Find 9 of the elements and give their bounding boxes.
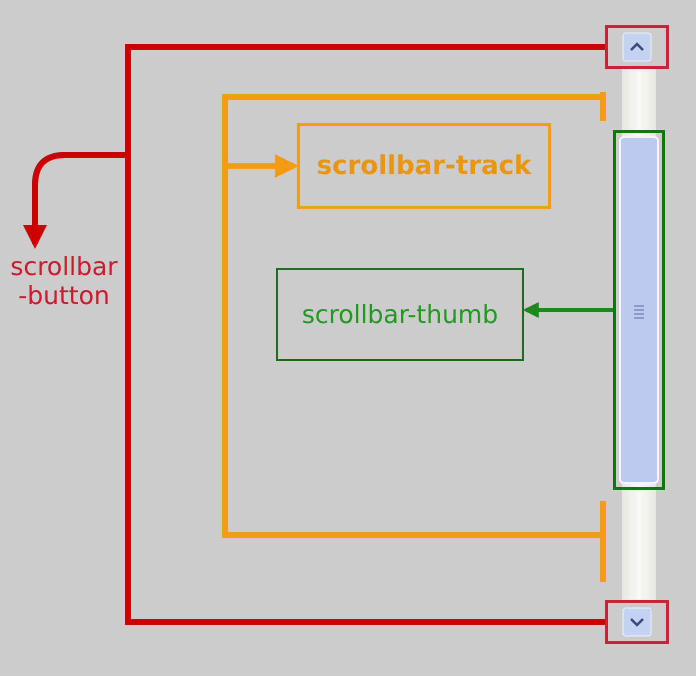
arrow [222, 89, 606, 585]
highlight-box [613, 130, 665, 490]
highlight-box [605, 600, 669, 644]
arrow [522, 302, 613, 318]
label-box: scrollbar-track [297, 123, 551, 209]
highlight-box [605, 25, 669, 69]
label-box: scrollbar-thumb [276, 268, 524, 361]
arrow [23, 152, 605, 625]
callout-text: scrollbar -button [2, 248, 126, 314]
